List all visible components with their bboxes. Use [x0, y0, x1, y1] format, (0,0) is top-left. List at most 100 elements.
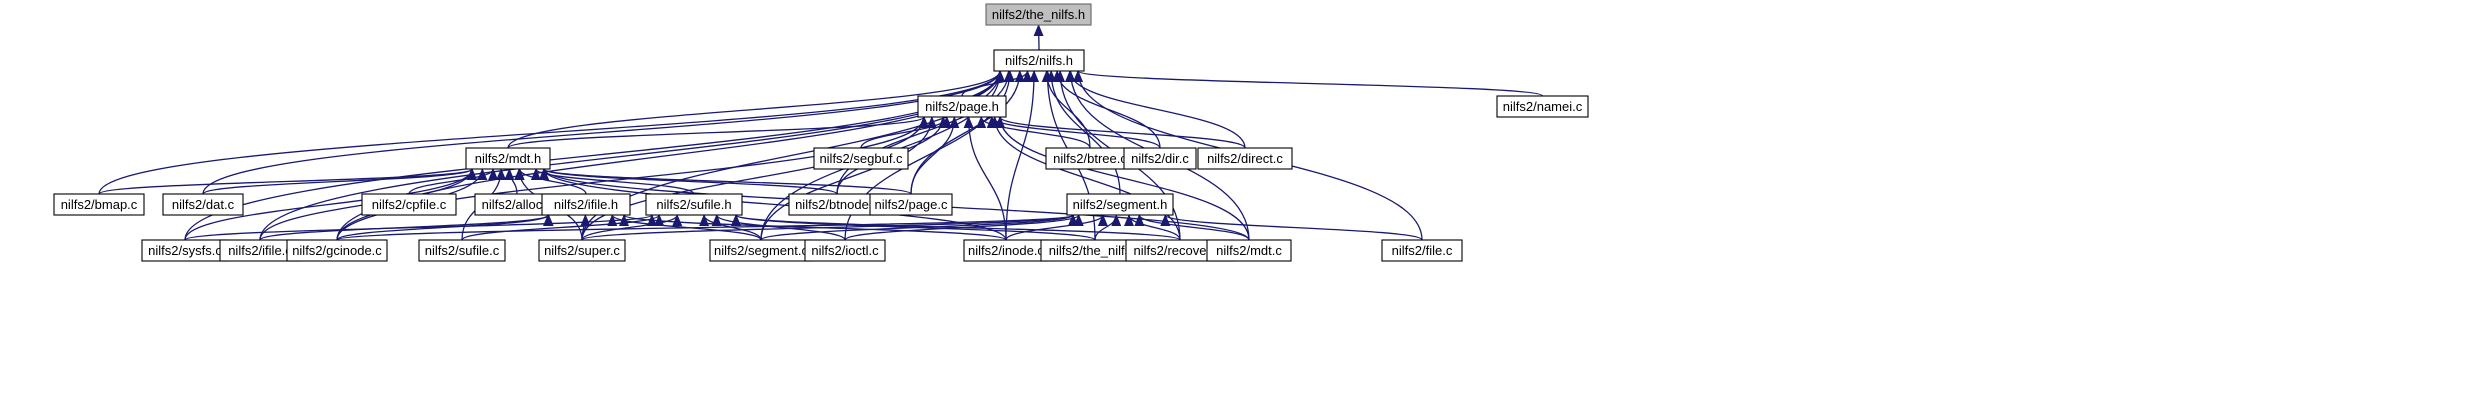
node-label: nilfs2/ifile.h — [554, 197, 618, 212]
node-btree-c[interactable]: nilfs2/btree.c — [1045, 147, 1135, 170]
node-sysfs-c[interactable]: nilfs2/sysfs.c — [141, 239, 229, 262]
node-nilfs-h[interactable]: nilfs2/nilfs.h — [993, 49, 1085, 72]
node-page-c[interactable]: nilfs2/page.c — [869, 193, 953, 216]
node-dir-c[interactable]: nilfs2/dir.c — [1123, 147, 1197, 170]
node-label: nilfs2/page.h — [925, 99, 999, 114]
node-sufile-h[interactable]: nilfs2/sufile.h — [645, 193, 743, 216]
node-label: nilfs2/ioctl.c — [811, 243, 879, 258]
node-label: nilfs2/dat.c — [172, 197, 235, 212]
node-label: nilfs2/segment.h — [1073, 197, 1168, 212]
node-page-h[interactable]: nilfs2/page.h — [917, 95, 1007, 118]
node-box — [465, 147, 551, 170]
edge-sufile_c-to-sufile_h — [461, 214, 665, 241]
node-ifile-c[interactable]: nilfs2/ifile.c — [219, 239, 301, 262]
node-label: nilfs2/dir.c — [1131, 151, 1189, 166]
node-label: nilfs2/namei.c — [1503, 99, 1583, 114]
edge-bmap_c-to-mdt_h — [98, 168, 477, 195]
node-inode-c[interactable]: nilfs2/inode.c — [963, 239, 1049, 262]
edge-ioctl_c-to-segment_h — [844, 214, 1084, 241]
edge-super_c-to-ifile_h — [580, 214, 591, 241]
node-mdt-h[interactable]: nilfs2/mdt.h — [465, 147, 551, 170]
node-label: nilfs2/page.c — [875, 197, 948, 212]
node-box — [985, 3, 1092, 26]
node-box — [813, 147, 909, 170]
edge-mdt_c-to-page_h — [995, 116, 1250, 241]
edge-direct_c-to-nilfs_h — [1064, 70, 1246, 149]
node-label: nilfs2/alloc.c — [482, 197, 553, 212]
node-segment-h[interactable]: nilfs2/segment.h — [1066, 193, 1174, 216]
edge-recovery_c-to-segment_h — [1124, 214, 1181, 241]
node-label: nilfs2/direct.c — [1207, 151, 1283, 166]
node-super-c[interactable]: nilfs2/super.c — [538, 239, 626, 262]
node-label: nilfs2/recovery.c — [1134, 243, 1227, 258]
node-sufile-c[interactable]: nilfs2/sufile.c — [418, 239, 506, 262]
node-label: nilfs2/super.c — [544, 243, 620, 258]
edge-page_c-to-page_h — [910, 116, 960, 195]
node-label: nilfs2/segbuf.c — [819, 151, 903, 166]
edge-ioctl_c-to-sufile_h — [711, 214, 846, 241]
node-label: nilfs2/bmap.c — [61, 197, 138, 212]
edge-inode_c-to-mdt_h — [539, 168, 1007, 241]
edge-inode_c-to-segment_h — [1005, 214, 1108, 241]
node-the-nilfs-c[interactable]: nilfs2/the_nilfs.c — [1040, 239, 1150, 262]
node-label: nilfs2/mdt.c — [1216, 243, 1282, 258]
node-segbuf-c[interactable]: nilfs2/segbuf.c — [813, 147, 909, 170]
node-direct-c[interactable]: nilfs2/direct.c — [1197, 147, 1293, 170]
edge-inode_c-to-nilfs_h — [1005, 70, 1040, 241]
node-file-c[interactable]: nilfs2/file.c — [1381, 239, 1463, 262]
edge-gcinode_c-to-segment_h — [336, 214, 1078, 241]
node-box — [917, 95, 1007, 118]
node-box — [361, 193, 457, 216]
node-box — [162, 193, 244, 216]
node-layer: nilfs2/the_nilfs.h nilfs2/nilfs.h nilfs2/p… — [53, 3, 1589, 262]
edge-btree_c-to-page_h — [976, 116, 1091, 149]
node-segment-c[interactable]: nilfs2/segment.c — [709, 239, 813, 262]
edge-btree_c-to-nilfs_h — [1041, 70, 1091, 149]
node-label: nilfs2/cpfile.c — [372, 197, 447, 212]
node-box — [538, 239, 626, 262]
edge-super_c-to-page_h — [581, 116, 929, 241]
node-alloc-c[interactable]: nilfs2/alloc.c — [474, 193, 560, 216]
node-box — [1381, 239, 1463, 262]
edge-page_c-to-mdt_h — [539, 168, 912, 195]
edge-gcinode_c-to-ifile_h — [336, 214, 554, 241]
node-label: nilfs2/nilfs.h — [1005, 53, 1073, 68]
node-ioctl-c[interactable]: nilfs2/ioctl.c — [804, 239, 886, 262]
edge-segment_h-to-nilfs_h — [1046, 70, 1121, 195]
node-dat-c[interactable]: nilfs2/dat.c — [162, 193, 244, 216]
node-cpfile-c[interactable]: nilfs2/cpfile.c — [361, 193, 457, 216]
node-mdt-c[interactable]: nilfs2/mdt.c — [1206, 239, 1292, 262]
node-btnode-c[interactable]: nilfs2/btnode.c — [788, 193, 886, 216]
node-ifile-h[interactable]: nilfs2/ifile.h — [541, 193, 631, 216]
node-box — [804, 239, 886, 262]
node-label: nilfs2/sufile.h — [656, 197, 731, 212]
node-label: nilfs2/sysfs.c — [148, 243, 222, 258]
node-box — [1197, 147, 1293, 170]
edge-direct_c-to-page_h — [995, 116, 1246, 149]
edge-namei_c-to-nilfs_h — [1073, 70, 1544, 97]
node-label: nilfs2/sufile.c — [425, 243, 500, 258]
node-label: nilfs2/the_nilfs.h — [992, 7, 1085, 22]
edge-sysfs_c-to-mdt_h — [184, 168, 477, 241]
edge-alloc_c-to-mdt_h — [504, 168, 518, 195]
edge-file_c-to-segment_h — [1160, 214, 1423, 241]
node-namei-c[interactable]: nilfs2/namei.c — [1496, 95, 1589, 118]
node-box — [993, 49, 1085, 72]
edge-btnode_c-to-nilfs_h — [836, 70, 1014, 195]
node-box — [541, 193, 631, 216]
node-label: nilfs2/btnode.c — [795, 197, 879, 212]
node-gcinode-c[interactable]: nilfs2/gcinode.c — [286, 239, 388, 262]
edge-dat_c-to-mdt_h — [202, 168, 477, 195]
edge-segment_c-to-segment_h — [760, 214, 1078, 241]
node-bmap-c[interactable]: nilfs2/bmap.c — [53, 193, 145, 216]
node-box — [1066, 193, 1174, 216]
node-box — [1496, 95, 1589, 118]
edge-super_c-to-sufile_h — [581, 214, 683, 241]
node-label: nilfs2/inode.c — [968, 243, 1044, 258]
node-box — [418, 239, 506, 262]
node-label: nilfs2/ifile.c — [228, 243, 292, 258]
edge-bmap_c-to-nilfs_h — [98, 70, 1005, 195]
node-label: nilfs2/btree.c — [1053, 151, 1127, 166]
edge-mdt_h-to-page_h — [507, 116, 929, 149]
